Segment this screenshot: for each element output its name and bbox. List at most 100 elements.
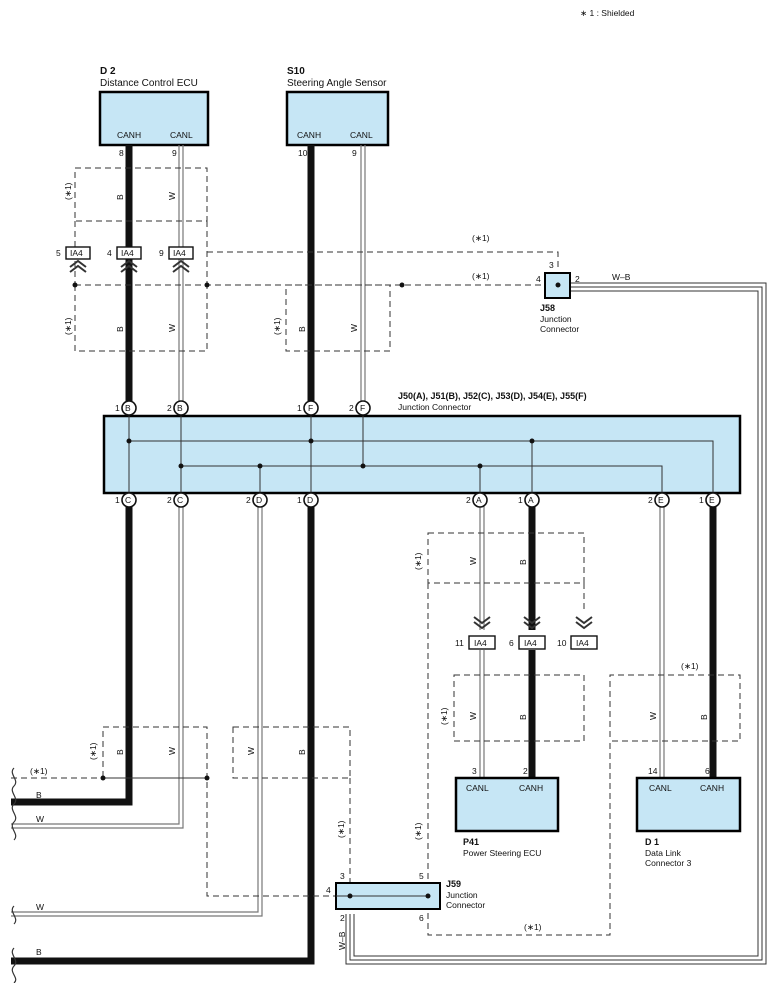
d1-canh-label: CANH xyxy=(700,783,724,793)
d1-name2: Connector 3 xyxy=(645,858,692,868)
d1-code: D 1 xyxy=(645,837,659,847)
ia4-arrow-10 xyxy=(575,616,593,630)
j59-pin-3: 3 xyxy=(340,871,345,881)
ia4-arrow-5 xyxy=(69,259,87,273)
j59-pin-5: 5 xyxy=(419,871,424,881)
jbus-bot-pin-letter-4: D xyxy=(307,495,313,505)
shield-label-edge: (∗1) xyxy=(30,766,48,776)
jbus-top-pin-letter-2: B xyxy=(177,403,183,413)
jbus-bot-pin-num-8: 1 xyxy=(699,495,704,505)
jbus-bot-pin-num-6: 1 xyxy=(518,495,523,505)
jbus-name: Junction Connector xyxy=(398,402,471,412)
j58-name1: Junction xyxy=(540,314,572,324)
wire-color-left-b: B xyxy=(115,749,125,755)
d2-pin-canh: 8 xyxy=(119,148,124,158)
s10-canh-label: CANH xyxy=(297,130,321,140)
ia4-connector-6 xyxy=(518,635,546,650)
s10-pin-canl: 9 xyxy=(352,148,357,158)
j59-name2: Connector xyxy=(446,900,485,910)
wire-canh-left-out xyxy=(11,500,133,806)
wire-canh-bottom-out xyxy=(11,500,315,965)
wire-color-d2-w2: W xyxy=(167,324,177,332)
j58-pin-top: 3 xyxy=(549,260,554,270)
jbus-internal-links xyxy=(128,416,714,493)
ia4-connector-9 xyxy=(168,246,194,260)
shield-label-j59-bottom: (∗1) xyxy=(524,922,542,932)
wire-break-symbols xyxy=(11,767,17,983)
ia4-pin-6: 6 xyxy=(509,638,514,648)
j59-code: J59 xyxy=(446,879,461,889)
d2-name: Distance Control ECU xyxy=(100,78,198,89)
jbus-bot-pin-num-7: 2 xyxy=(648,495,653,505)
wire-color-d2-w1: W xyxy=(167,192,177,200)
jbus-top-pins: 1 B 2 B 1 F 2 F xyxy=(115,400,371,416)
wire-color-p41-b1: B xyxy=(518,559,528,565)
j58-node xyxy=(555,282,561,288)
jbus-bot-pin-num-2: 2 xyxy=(167,495,172,505)
p41-ecu-box xyxy=(454,776,560,833)
jbus-box xyxy=(102,414,742,495)
wire-color-s10-w: W xyxy=(349,324,359,332)
j58-pin-left: 4 xyxy=(536,274,541,284)
jbus-top-pin-num-4: 2 xyxy=(349,403,354,413)
p41-canh-label: CANH xyxy=(519,783,543,793)
jbus-bot-pin-letter-6: A xyxy=(528,495,534,505)
shield-box-p41-upper xyxy=(427,532,585,584)
jbus-bot-pin-letter-5: A xyxy=(476,495,482,505)
ia4-label-5: IA4 xyxy=(70,248,83,258)
jbus-nodes xyxy=(126,438,535,469)
shield-label-s10: (∗1) xyxy=(272,317,282,335)
jbus-bot-pin-num-5: 2 xyxy=(466,495,471,505)
ia4-pin-11: 11 xyxy=(455,638,464,648)
jbus-bot-pin-letter-1: C xyxy=(125,495,131,505)
j59-node-right xyxy=(425,893,431,899)
ia4-pin-4: 4 xyxy=(107,248,112,258)
j58-name2: Connector xyxy=(540,324,579,334)
jbus-top-pin-num-3: 1 xyxy=(297,403,302,413)
s10-canl-label: CANL xyxy=(350,130,373,140)
p41-pin-canl: 3 xyxy=(472,766,477,776)
jbus-bot-pin-letter-2: C xyxy=(177,495,183,505)
edge-label-w-lower: W xyxy=(36,902,44,912)
d2-ecu-box xyxy=(98,90,210,147)
edge-label-w-upper: W xyxy=(36,814,44,824)
jbus-bot-pin-letter-8: E xyxy=(709,495,715,505)
shield-label-d2-lower: (∗1) xyxy=(63,317,73,335)
shield-label-left-lower: (∗1) xyxy=(88,742,98,760)
ia4-arrow-4 xyxy=(120,259,138,273)
shield-label-j59-right: (∗1) xyxy=(413,822,423,840)
jbus-bot-pin-num-3: 2 xyxy=(246,495,251,505)
jbus-code: J50(A), J51(B), J52(C), J53(D), J54(E), … xyxy=(398,391,587,401)
shield-line-top xyxy=(207,251,559,270)
shield-box-d2-lower xyxy=(74,284,208,352)
d2-canh-label: CANH xyxy=(117,130,141,140)
wire-color-p41-w1: W xyxy=(468,557,478,565)
d1-name1: Data Link xyxy=(645,848,682,858)
wb-label-vertical: W–B xyxy=(337,931,347,950)
jbus-bot-pin-letter-7: E xyxy=(658,495,664,505)
d1-dlc-box xyxy=(635,776,742,833)
jbus-bottom-pins: 1 C 2 C 2 D 1 D 2 A 1 A 2 E 1 E xyxy=(115,492,721,508)
jbus-top-pin-letter-1: B xyxy=(125,403,131,413)
wb-shield-wire xyxy=(345,282,767,965)
wire-color-s10-b: B xyxy=(297,326,307,332)
ia4-label-11: IA4 xyxy=(474,638,487,648)
shield-box-s10 xyxy=(285,284,391,352)
d1-pin-canh: 6 xyxy=(705,766,710,776)
ia4-arrow-6 xyxy=(523,616,541,630)
shield-box-p41-lower xyxy=(453,674,585,742)
d2-pin-canl: 9 xyxy=(172,148,177,158)
shield-box-left-lower xyxy=(102,726,208,779)
ia4-label-4: IA4 xyxy=(121,248,134,258)
j59-pin-4: 4 xyxy=(326,885,331,895)
node-lower-left xyxy=(100,775,106,781)
j58-box xyxy=(544,272,571,299)
ia4-upper-group: IA4 5 IA4 4 IA4 9 xyxy=(56,246,194,273)
d2-code: D 2 xyxy=(100,66,116,77)
wire-color-mid-w: W xyxy=(246,747,256,755)
jbus-bot-pin-letter-3: D xyxy=(256,495,262,505)
shield-lines-lower-right xyxy=(427,583,741,936)
shield-label-d2-upper: (∗1) xyxy=(63,182,73,200)
